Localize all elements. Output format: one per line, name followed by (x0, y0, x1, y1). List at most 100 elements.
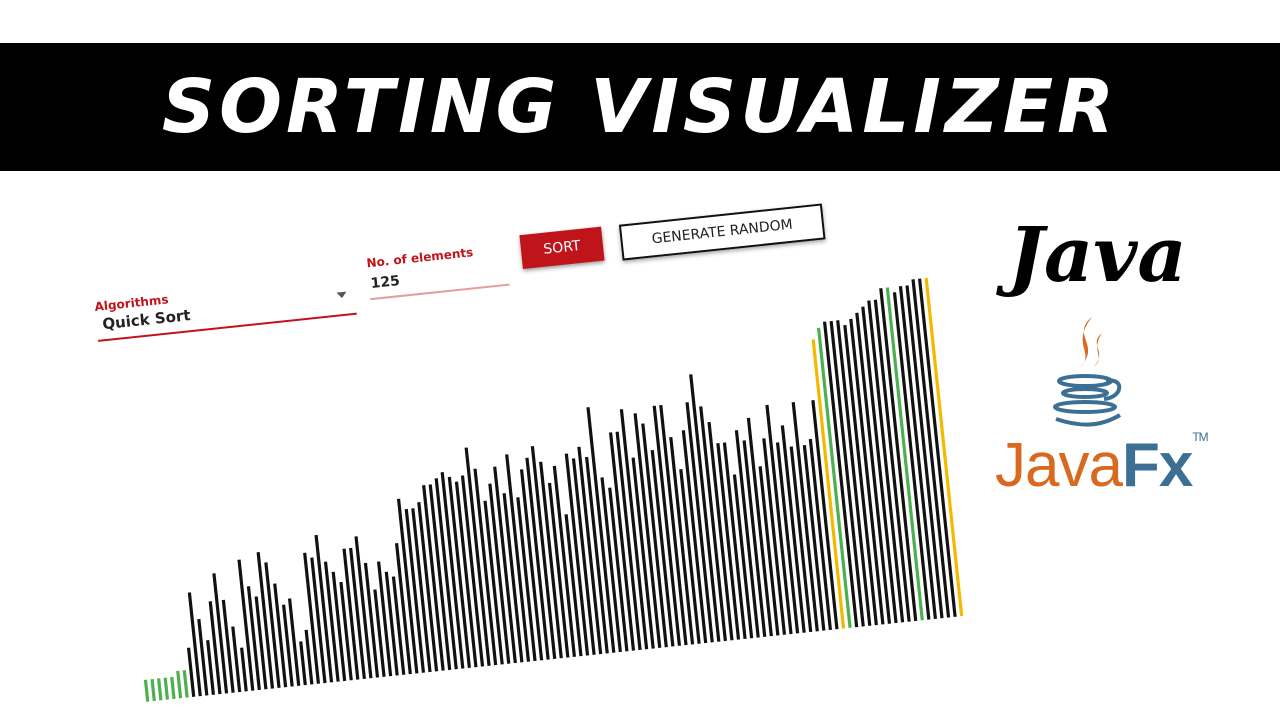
array-bar (176, 670, 183, 699)
trademark-mark: TM (1192, 430, 1208, 444)
generate-random-button[interactable]: GENERATE RANDOM (618, 203, 826, 261)
array-bar (404, 508, 426, 673)
array-bar (681, 430, 708, 644)
array-bar (206, 640, 215, 695)
array-bar (577, 446, 603, 655)
array-bar (732, 474, 754, 639)
array-bar (150, 678, 156, 702)
array-bar (212, 573, 229, 694)
array-bar (811, 339, 846, 629)
array-bar (633, 413, 662, 649)
array-bar (689, 374, 721, 642)
array-bar (373, 589, 386, 677)
array-bar (829, 320, 865, 627)
array-bar (867, 300, 905, 623)
array-bar (641, 423, 668, 648)
array-bar (699, 406, 727, 642)
array-bar (505, 454, 531, 662)
array-bar (873, 299, 911, 622)
array-bar (460, 475, 485, 667)
array-bar (331, 571, 347, 682)
array-bar (254, 596, 268, 690)
javafx-logo: JavaFxTM (995, 430, 1209, 501)
array-bar (221, 599, 235, 693)
array-bar (679, 469, 701, 644)
array-bar (434, 478, 458, 670)
sort-button[interactable]: SORT (519, 226, 605, 270)
array-bar (440, 472, 465, 669)
array-bar (722, 442, 747, 640)
array-bar (157, 678, 163, 701)
array-bar (742, 440, 767, 637)
array-bar (791, 402, 819, 632)
title-banner: SORTING VISUALIZER (0, 43, 1280, 171)
array-bar (143, 679, 150, 702)
count-input-value[interactable]: 125 (369, 273, 401, 293)
page-title: SORTING VISUALIZER (161, 64, 1119, 150)
array-bar (473, 468, 498, 666)
element-count-field[interactable]: No. of elements 125 (365, 241, 510, 301)
bar-visualization (143, 277, 964, 702)
array-bar (780, 425, 806, 633)
array-bar (585, 456, 609, 654)
array-bar (519, 469, 544, 661)
array-bar (608, 432, 636, 651)
array-bar (483, 500, 504, 665)
array-bar (516, 497, 537, 662)
array-bar (802, 444, 826, 631)
array-bar (525, 457, 550, 660)
array-bar (363, 562, 380, 678)
array-bar (685, 402, 714, 643)
array-bar (631, 457, 655, 649)
array-bar (892, 292, 931, 620)
array-bar (454, 481, 478, 668)
array-bar (905, 285, 944, 619)
array-bar (843, 324, 878, 626)
array-bar (287, 598, 301, 686)
array-bar (464, 447, 491, 666)
array-bar (182, 670, 189, 698)
array-bar (762, 438, 787, 635)
array-bar (849, 318, 885, 625)
chevron-down-icon[interactable] (336, 291, 348, 299)
array-bar (746, 417, 773, 637)
java-cup-icon (1053, 317, 1122, 427)
array-bar (811, 399, 839, 630)
array-bar (758, 466, 780, 636)
array-bar (411, 508, 432, 673)
array-bar (734, 430, 760, 638)
array-bar (775, 442, 800, 634)
array-bar (571, 458, 596, 655)
array-bar (342, 548, 360, 680)
array-bar (615, 431, 642, 651)
array-bar (619, 409, 649, 650)
array-bar (861, 306, 898, 624)
array-bar (264, 562, 281, 689)
array-bar (879, 288, 918, 622)
array-bar (707, 421, 734, 641)
array-bar (822, 321, 859, 628)
array-bar (163, 677, 170, 700)
array-bar (488, 483, 511, 664)
array-bar (299, 641, 307, 686)
array-bar (447, 476, 471, 669)
array-bar (652, 405, 682, 646)
array-bar (659, 404, 688, 646)
array-bar (855, 312, 892, 624)
array-bar (600, 477, 622, 653)
array-bar (428, 484, 452, 671)
array-bar (246, 586, 261, 691)
javafx-java-text: Java (995, 431, 1123, 500)
array-bar (273, 583, 288, 688)
array-bar (376, 561, 393, 677)
array-bar (186, 647, 196, 697)
array-bar (391, 576, 406, 675)
array-bar (240, 647, 248, 692)
javafx-fx-text: Fx (1121, 431, 1193, 500)
array-bar (208, 601, 222, 695)
array-bar (547, 482, 570, 658)
array-bar (789, 446, 813, 633)
array-bar (564, 453, 590, 656)
array-bar (608, 487, 629, 652)
array-bar (552, 465, 577, 657)
